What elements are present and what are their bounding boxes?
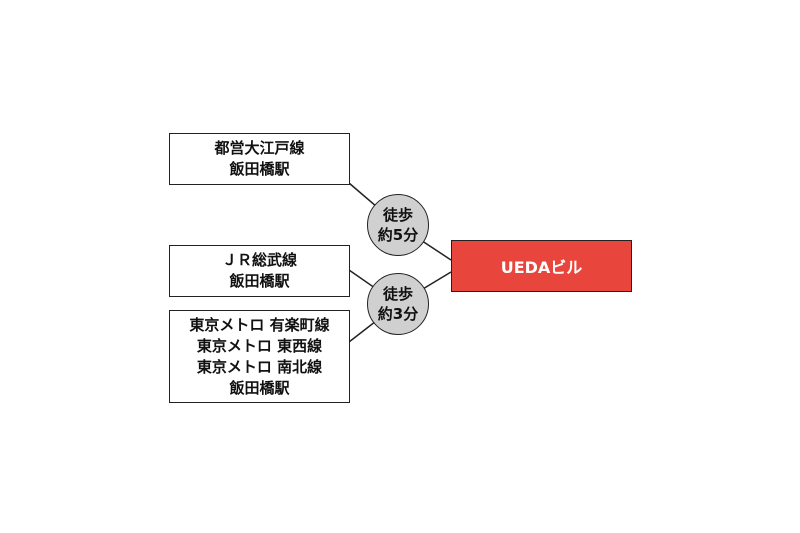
station-name: 飯田橋駅 <box>229 378 290 397</box>
station-box-oedo: 都営大江戸線 飯田橋駅 <box>169 133 350 185</box>
station-line: ＪＲ総武線 <box>221 251 297 269</box>
station-box-jr: ＪＲ総武線 飯田橋駅 <box>169 245 350 297</box>
station-name: 飯田橋駅 <box>229 272 290 290</box>
station-line: 都営大江戸線 <box>214 139 305 157</box>
walk-duration: 約3分 <box>377 305 419 323</box>
station-line: 東京メトロ 有楽町線 <box>189 315 330 334</box>
destination-label: UEDAビル <box>500 258 583 277</box>
station-box-tokyo-metro: 東京メトロ 有楽町線 東京メトロ 東西線 東京メトロ 南北線 飯田橋駅 <box>169 310 350 403</box>
walk-label: 徒歩 <box>382 285 413 303</box>
walk-time-3min: 徒歩 約3分 <box>367 273 429 335</box>
walk-label: 徒歩 <box>382 206 413 224</box>
walk-duration: 約5分 <box>377 226 419 244</box>
station-name: 飯田橋駅 <box>229 160 290 178</box>
station-line: 東京メトロ 南北線 <box>196 357 323 376</box>
destination-box: UEDAビル <box>451 240 632 292</box>
station-line: 東京メトロ 東西線 <box>196 336 323 355</box>
walk-time-5min: 徒歩 約5分 <box>367 194 429 256</box>
